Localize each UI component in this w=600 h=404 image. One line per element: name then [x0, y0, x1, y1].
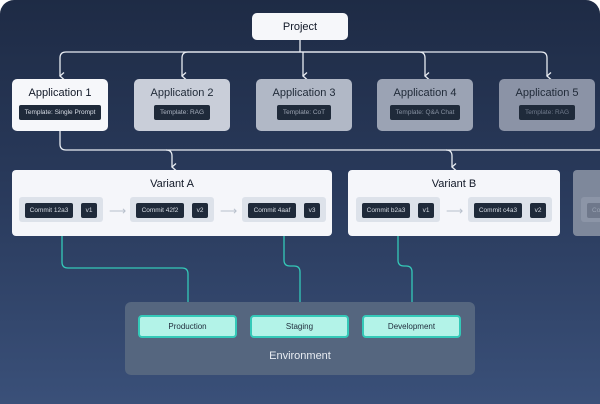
env-staging[interactable]: Staging — [250, 315, 349, 338]
arrow-right-icon: ⟶ — [220, 204, 238, 218]
commit-id: Commit 42f2 — [136, 203, 184, 218]
application-node-5[interactable]: Application 5 Template: RAG — [499, 79, 595, 131]
commit-group[interactable]: Commit 4aaf v3 — [242, 197, 326, 222]
env-label: Production — [168, 322, 207, 331]
variant-title: Variant A — [150, 178, 194, 190]
project-node[interactable]: Project — [252, 13, 348, 40]
commit-group[interactable]: Commit 12a3 v1 — [19, 197, 103, 222]
arrow-right-icon: ⟶ — [109, 204, 127, 218]
application-node-3[interactable]: Application 3 Template: CoT — [256, 79, 352, 131]
variant-title: Variant B — [431, 178, 477, 190]
application-node-2[interactable]: Application 2 Template: RAG — [134, 79, 230, 131]
variant-node-2[interactable]: Variant B Commit b2a3 v1 ⟶ Commit c4a3 v2 — [348, 170, 560, 236]
template-badge: Template: RAG — [153, 105, 211, 120]
version-badge: v1 — [418, 203, 434, 218]
version-badge: v1 — [81, 203, 97, 218]
env-label: Staging — [285, 322, 314, 331]
connector-variant-a — [165, 149, 177, 171]
connector-app1 — [59, 51, 300, 80]
commit-group[interactable]: Commit c4a3 v2 — [468, 197, 552, 222]
env-label: Development — [387, 322, 436, 331]
project-label: Project — [282, 20, 318, 33]
application-node-4[interactable]: Application 4 Template: Q&A Chat — [377, 79, 473, 131]
template-badge: Template: RAG — [518, 105, 576, 120]
connector-app2 — [181, 51, 300, 80]
application-title: Application 3 — [272, 87, 336, 99]
template-badge: Template: CoT — [276, 105, 332, 120]
env-production[interactable]: Production — [138, 315, 237, 338]
version-badge: v2 — [530, 203, 546, 218]
version-badge: v3 — [304, 203, 320, 218]
commit-group[interactable]: Commit b2a3 v1 — [356, 197, 440, 222]
commit-id: Commit 4aaf — [248, 203, 296, 218]
connector-variants — [59, 131, 600, 151]
connector-variant-b — [445, 149, 457, 171]
connector-development — [397, 223, 413, 315]
application-title: Application 1 — [28, 87, 92, 99]
connector-production — [61, 223, 189, 315]
application-title: Application 2 — [150, 87, 214, 99]
version-badge: v2 — [192, 203, 208, 218]
variant-node-partial[interactable]: Commit — [573, 170, 600, 236]
application-title: Application 4 — [393, 87, 457, 99]
connector-staging — [283, 223, 301, 315]
application-node-1[interactable]: Application 1 Template: Single Prompt — [12, 79, 108, 131]
application-title: Application 5 — [515, 87, 579, 99]
environment-label: Environment — [269, 350, 331, 362]
commit-id: Commit b2a3 — [362, 203, 410, 218]
environment-group: Production Staging Development Environme… — [125, 302, 475, 375]
commit-group[interactable]: Commit — [581, 197, 600, 222]
commit-group[interactable]: Commit 42f2 v2 — [130, 197, 214, 222]
commit-id: Commit c4a3 — [474, 203, 522, 218]
connector-app4 — [300, 51, 430, 80]
arrow-right-icon: ⟶ — [446, 204, 464, 218]
env-development[interactable]: Development — [362, 315, 461, 338]
template-badge: Template: Q&A Chat — [389, 105, 461, 120]
commit-id: Commit 12a3 — [25, 203, 73, 218]
commit-id: Commit — [587, 203, 600, 218]
template-badge: Template: Single Prompt — [18, 105, 102, 120]
connector-app5 — [300, 51, 552, 80]
